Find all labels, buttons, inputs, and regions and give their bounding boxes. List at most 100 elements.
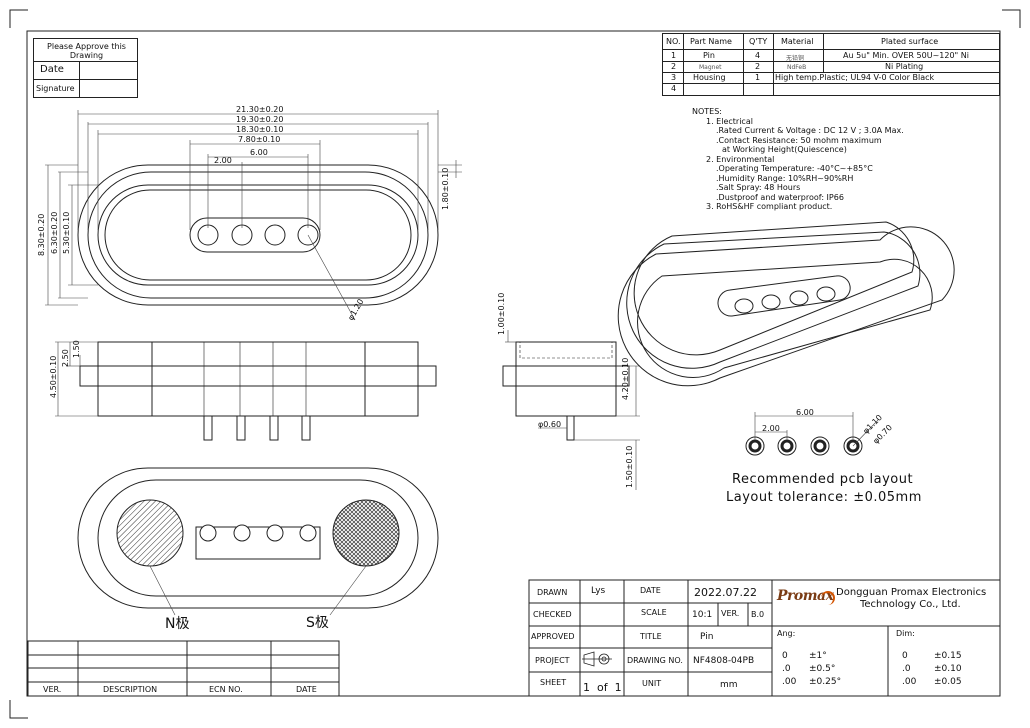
tb-ang-r3-k: .00	[782, 677, 797, 687]
notes-line: .Humidity Range: 10%RH~90%RH	[716, 173, 854, 183]
tb-ang-r1-k: 0	[782, 651, 788, 661]
north-pole-label: N极	[165, 616, 190, 632]
dim-phi-0-60: φ0.60	[538, 420, 562, 429]
approval-title: Please Approve this Drawing	[47, 42, 126, 60]
bom-header-part: Part Name	[690, 37, 732, 46]
rev-header-desc: DESCRIPTION	[103, 685, 158, 694]
tb-drawingno-value: NF4808-04PB	[693, 656, 755, 666]
bom-r2-plated: Ni Plating	[885, 62, 924, 71]
bom-header-qty: Q'TY	[749, 37, 768, 46]
pcb-dim-6-00: 6.00	[796, 408, 814, 417]
dim-19-30: 19.30±0.20	[236, 115, 284, 124]
bom-header-plated: Plated surface	[881, 37, 939, 46]
tb-ang-r1-v: ±1°	[809, 651, 827, 661]
bom-table: NO. Part Name Q'TY Material Plated surfa…	[662, 33, 1000, 96]
tb-sheet-label: SHEET	[540, 678, 567, 687]
company-name-line1: Dongguan Promax Electronics	[836, 587, 987, 598]
approval-box: Please Approve this Drawing Date Signatu…	[33, 38, 138, 98]
notes-line: 2. Environmental	[706, 154, 775, 164]
tb-date-label: DATE	[640, 586, 661, 595]
pcb-caption-2: Layout tolerance: ±0.05mm	[726, 490, 922, 505]
pcb-caption-1: Recommended pcb layout	[732, 472, 914, 487]
company-logo-text: Promax	[777, 588, 834, 604]
bom-header-no: NO.	[666, 37, 681, 46]
rev-header-ver: VER.	[43, 685, 62, 694]
notes-line: .Dustproof and waterproof: IP66	[716, 192, 844, 202]
bom-r3-part: Housing	[693, 73, 726, 82]
company-name-line2: Technology Co., Ltd.	[860, 599, 961, 610]
notes-line: at Working Height(Quiescence)	[722, 145, 847, 154]
tb-ang-label: Ang:	[777, 629, 796, 638]
bom-r1-no: 1	[671, 51, 677, 60]
tb-ang-r2-v: ±0.5°	[809, 664, 836, 674]
tb-dim-r2-v: ±0.10	[934, 664, 962, 674]
pcb-dim-2-00: 2.00	[762, 424, 780, 433]
approval-date-label: Date	[40, 64, 64, 75]
notes-line: .Rated Current & Voltage : DC 12 V ; 3.0…	[716, 126, 904, 135]
bom-r1-part: Pin	[703, 51, 715, 60]
south-pole-label: S极	[306, 615, 329, 631]
tb-dim-r1-v: ±0.15	[934, 651, 962, 661]
tb-unit-value: mm	[720, 680, 738, 690]
notes-line: 3. RoHS&HF compliant product.	[706, 202, 833, 211]
dim-21-30: 21.30±0.20	[236, 105, 284, 114]
dim-18-30: 18.30±0.10	[236, 125, 284, 134]
tb-unit-label: UNIT	[642, 679, 662, 688]
bom-r2-material: NdFeB	[787, 64, 807, 71]
tb-ver-label: VER.	[721, 609, 740, 618]
projection-symbol-icon	[582, 651, 612, 667]
rev-header-date: DATE	[296, 685, 317, 694]
tb-sheet-value: 1 of 1	[583, 681, 622, 694]
bom-r1-qty: 4	[755, 51, 761, 60]
logo-swoosh-icon	[821, 591, 835, 605]
tb-title-value: Pin	[700, 632, 714, 642]
bom-r2-no: 2	[671, 62, 677, 71]
tb-dim-r3-k: .00	[902, 677, 917, 687]
bom-r1-plated: Au 5u" Min. OVER 50U~120" Ni	[843, 51, 969, 60]
tb-dim-label: Dim:	[896, 629, 915, 638]
bom-r3-qty: 1	[755, 73, 761, 82]
notes-line: 1. Electrical	[706, 116, 753, 126]
tb-checked-label: CHECKED	[533, 610, 572, 619]
tb-title-label: TITLE	[640, 632, 662, 641]
notes-line: .Contact Resistance: 50 mohm maximum	[716, 135, 882, 145]
notes-line: .Operating Temperature: -40°C~+85°C	[716, 164, 873, 173]
notes: NOTES: 1. Electrical .Rated Current & Vo…	[692, 107, 904, 212]
bom-r4-no: 4	[671, 84, 677, 93]
dim-6-00: 6.00	[250, 148, 268, 157]
bom-header-material: Material	[781, 37, 814, 46]
tb-scale-value: 10:1	[692, 610, 713, 620]
tb-ver-value: B.0	[751, 610, 765, 619]
bom-r3-material: High temp.Plastic; UL94 V-0 Color Black	[775, 73, 935, 82]
tb-ang-r3-v: ±0.25°	[809, 677, 842, 687]
tb-dim-r3-v: ±0.05	[934, 677, 962, 687]
rev-header-ecn: ECN NO.	[209, 685, 243, 694]
notes-title: NOTES:	[692, 107, 722, 116]
bom-r1-material: 无铅铜	[786, 55, 805, 62]
bom-r2-qty: 2	[755, 62, 761, 71]
tb-date-value: 2022.07.22	[694, 586, 757, 599]
bom-r3-no: 3	[671, 73, 677, 82]
dim-7-80: 7.80±0.10	[238, 135, 281, 144]
tb-scale-label: SCALE	[641, 608, 667, 617]
tb-drawn-value: Lys	[591, 586, 606, 596]
tb-approved-label: APPROVED	[531, 632, 575, 641]
tb-project-label: PROJECT	[535, 656, 570, 665]
bom-r2-part: Magnet	[699, 64, 722, 71]
tb-ang-r2-k: .0	[782, 664, 791, 674]
approval-signature-label: Signature	[36, 84, 75, 93]
tb-dim-r2-k: .0	[902, 664, 911, 674]
tb-dim-r1-k: 0	[902, 651, 908, 661]
tb-drawn-label: DRAWN	[537, 588, 568, 597]
company-logo: Promax	[777, 588, 835, 610]
notes-line: .Salt Spray: 48 Hours	[716, 183, 801, 192]
tb-drawingno-label: DRAWING NO.	[627, 656, 683, 665]
